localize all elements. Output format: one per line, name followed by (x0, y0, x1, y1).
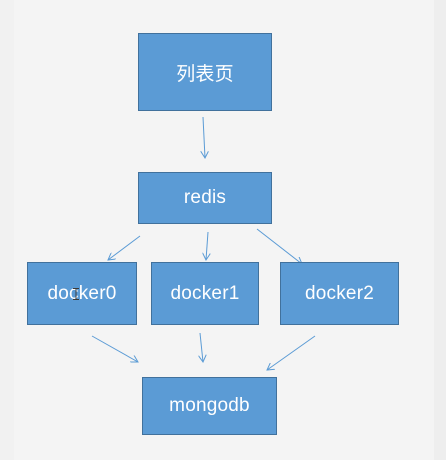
redis-node: redis (138, 172, 272, 224)
docker2-label: docker2 (305, 282, 374, 304)
list-page-label: 列表页 (176, 63, 234, 85)
docker1-label: docker1 (170, 282, 240, 304)
arrow-redis-to-docker0 (108, 235, 141, 260)
arrow-redis-to-docker2 (256, 228, 302, 264)
arrow-redis-to-docker1 (206, 231, 208, 260)
list-page-node: 列表页 (138, 33, 272, 111)
docker0-node: docker0 (27, 262, 137, 325)
left-shade (0, 0, 14, 460)
arrow-docker2-to-mongodb (267, 335, 316, 370)
mongodb-label: mongodb (169, 395, 250, 416)
arrow-list-page-to-redis (203, 116, 205, 158)
docker1-node: docker1 (151, 262, 259, 325)
docker2-node: docker2 (280, 262, 399, 325)
text-cursor-icon (73, 288, 79, 300)
arrow-docker1-to-mongodb (200, 332, 203, 362)
mongodb-node: mongodb (142, 377, 277, 435)
arrow-docker0-to-mongodb (91, 335, 138, 362)
docker0-label: docker0 (47, 282, 117, 304)
redis-label: redis (183, 187, 227, 208)
right-shade (434, 0, 446, 460)
